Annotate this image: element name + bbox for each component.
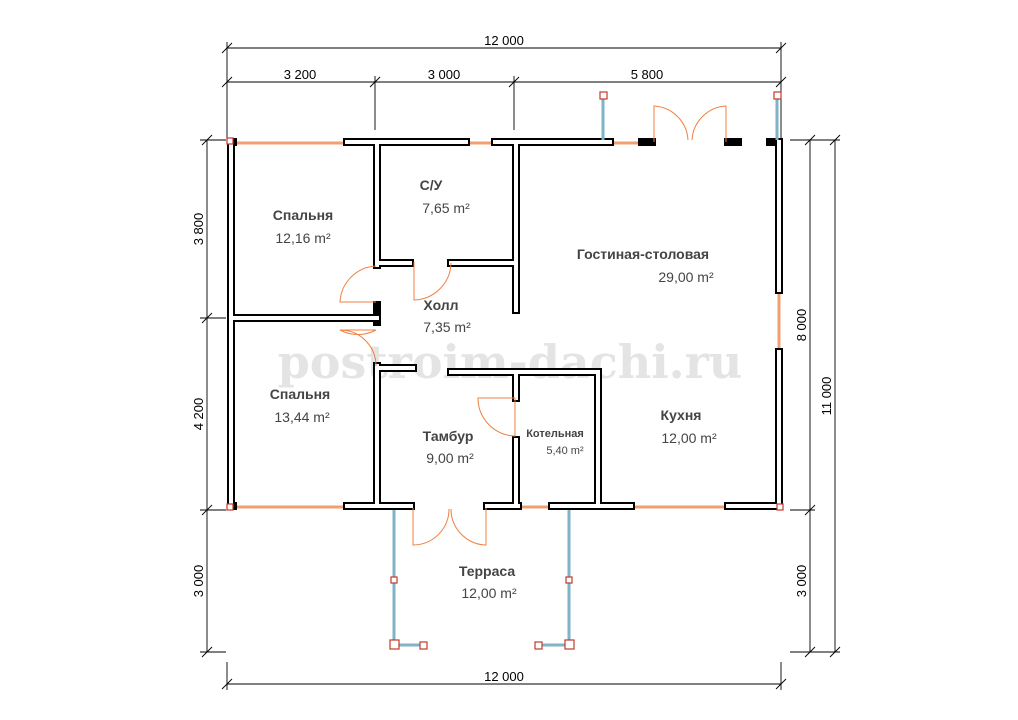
dim-right-terrace: 3 000 — [794, 565, 809, 598]
dim-top-seg-1: 3 200 — [284, 67, 317, 82]
watermark: postroim-dachi.ru — [278, 335, 743, 389]
room-kitchen-area: 12,00 m² — [661, 430, 717, 446]
terrace-railings — [226, 91, 784, 650]
room-terrace-name: Терраса — [459, 563, 515, 579]
room-vestibule-area: 9,00 m² — [426, 450, 474, 466]
post — [419, 641, 428, 650]
room-kitchen-name: Кухня — [661, 407, 702, 423]
dim-top-seg-2: 3 000 — [428, 67, 461, 82]
post — [390, 576, 398, 584]
dimension-top: 12 000 3 200 3 000 5 800 — [221, 33, 787, 140]
dimension-right: 8 000 3 000 11 000 — [790, 134, 841, 658]
room-terrace-area: 12,00 m² — [461, 585, 517, 601]
dim-top-total: 12 000 — [484, 33, 524, 48]
post — [226, 137, 234, 145]
post — [389, 639, 400, 650]
dim-left-2: 4 200 — [191, 398, 206, 431]
post — [599, 91, 608, 100]
room-living-area: 29,00 m² — [658, 269, 714, 285]
dimension-left: 3 800 4 200 3 000 — [191, 134, 226, 658]
room-vestibule-name: Тамбур — [423, 428, 474, 444]
room-hall-area: 7,35 m² — [423, 319, 471, 335]
room-boiler-area: 5,40 m² — [546, 445, 584, 457]
post — [226, 503, 234, 511]
room-hall-name: Холл — [423, 297, 458, 313]
dim-left-1: 3 800 — [191, 213, 206, 246]
windows — [233, 141, 781, 509]
dimension-bottom: 12 000 — [221, 662, 787, 690]
room-bedroom2-name: Спальня — [270, 386, 330, 402]
room-bedroom2-area: 13,44 m² — [274, 409, 330, 425]
walls — [227, 138, 783, 510]
room-living-name: Гостиная-столовая — [577, 246, 709, 262]
room-bedroom1-area: 12,16 m² — [275, 230, 331, 246]
dim-right-inner: 8 000 — [794, 309, 809, 342]
post — [565, 576, 573, 584]
doors — [339, 105, 727, 546]
room-bathroom-name: С/У — [420, 177, 443, 193]
room-bathroom-area: 7,65 m² — [422, 200, 470, 216]
room-boiler-name: Котельная — [526, 428, 584, 440]
room-bedroom1-name: Спальня — [273, 207, 333, 223]
dim-right-total: 11 000 — [819, 377, 834, 416]
post — [564, 639, 575, 650]
dim-bottom-total: 12 000 — [484, 669, 524, 684]
post — [773, 91, 782, 100]
dim-left-3: 3 000 — [191, 565, 206, 598]
post — [534, 641, 543, 650]
post — [776, 503, 784, 511]
dim-top-seg-3: 5 800 — [631, 67, 664, 82]
room-labels: Спальня 12,16 m² С/У 7,65 m² Гостиная-ст… — [270, 177, 717, 601]
